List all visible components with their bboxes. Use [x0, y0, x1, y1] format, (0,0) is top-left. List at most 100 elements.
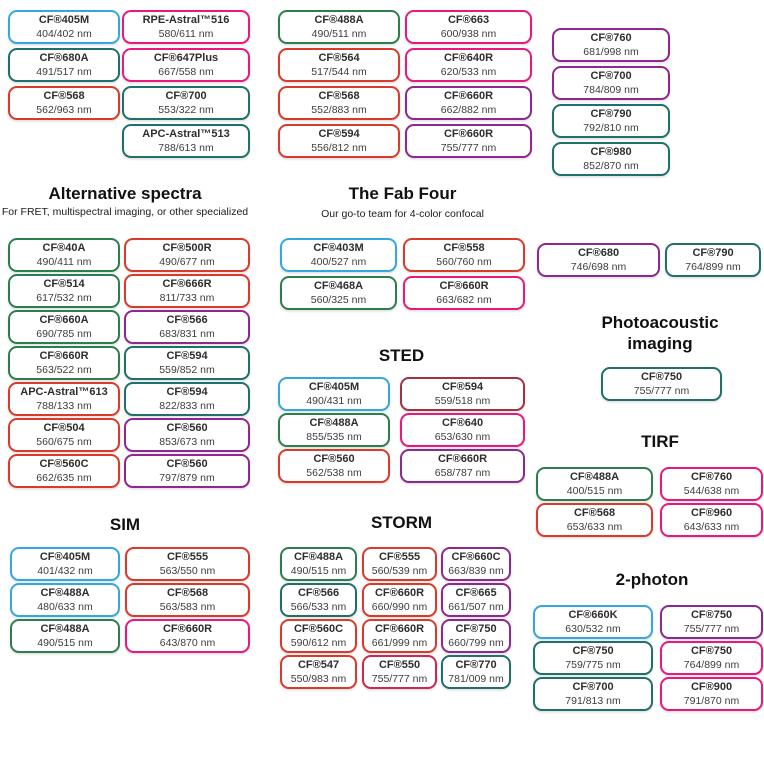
dye-name: CF®488A	[569, 471, 620, 484]
dye-excitation-emission: 759/775 nm	[565, 658, 621, 671]
dye-excitation-emission: 490/431 nm	[306, 394, 362, 407]
dye-name: CF®558	[443, 242, 485, 255]
dye-name: CF®660K	[568, 609, 618, 622]
dye-name: CF®750	[572, 645, 614, 658]
dye-name: CF®700	[590, 70, 632, 83]
dye-name: CF®555	[378, 551, 421, 564]
dye-excitation-emission: 853/673 nm	[159, 435, 215, 448]
dye-excitation-emission: 620/533 nm	[440, 65, 497, 78]
dye-name: CF®680	[577, 247, 620, 260]
section-title-alternative-spectra: Alternative spectra	[48, 184, 202, 203]
dye-name: CF®550	[378, 659, 421, 672]
dye-excitation-emission: 562/963 nm	[36, 103, 92, 116]
dye-name: APC-Astral™613	[20, 386, 108, 399]
dye-name: CF®666R	[162, 278, 212, 291]
section-title-photoacoustic-line1: Photoacoustic	[601, 313, 719, 332]
dye-excitation-emission: 559/518 nm	[434, 394, 491, 407]
dye-excitation-emission: 755/777 nm	[440, 141, 497, 154]
dye-name: CF®568	[573, 507, 616, 520]
dye-excitation-emission: 811/733 nm	[159, 291, 215, 304]
dye-name: CF®660A	[39, 314, 89, 327]
dye-excitation-emission: 660/990 nm	[371, 600, 428, 613]
dye-excitation-emission: 560/539 nm	[371, 564, 428, 577]
dye-excitation-emission: 792/810 nm	[583, 121, 639, 134]
dye-excitation-emission: 663/839 nm	[448, 564, 504, 577]
dye-name: CF®488A	[40, 623, 90, 636]
dye-excitation-emission: 490/511 nm	[311, 27, 367, 40]
dye-excitation-emission: 855/535 nm	[306, 430, 362, 443]
dye-name: CF®750	[690, 645, 733, 658]
dye-name: CF®640R	[443, 52, 494, 65]
dye-excitation-emission: 550/983 nm	[290, 672, 347, 685]
dye-name: CF®660R	[439, 280, 489, 293]
dye-name: CF®660R	[39, 350, 89, 363]
dye-name: CF®568	[318, 90, 360, 103]
dye-excitation-emission: 662/882 nm	[440, 103, 497, 116]
section-title-photoacoustic-line2: imaging	[627, 334, 693, 353]
dye-excitation-emission: 401/432 nm	[37, 564, 93, 577]
dye-excitation-emission: 560/325 nm	[310, 293, 367, 306]
section-title-2-photon: 2-photon	[615, 570, 689, 589]
dye-excitation-emission: 764/899 nm	[683, 658, 740, 671]
dye-name: CF®568	[43, 90, 85, 103]
section-subtitle-alternative-spectra: For FRET, multispectral imaging, or othe…	[1, 206, 249, 218]
section-title-fab-four: The Fab Four	[348, 184, 457, 203]
dye-excitation-emission: 490/515 nm	[290, 564, 347, 577]
dye-name: CF®960	[690, 507, 733, 520]
dye-excitation-emission: 404/402 nm	[36, 27, 92, 40]
dye-excitation-emission: 667/558 nm	[158, 65, 214, 78]
dye-name: APC-Astral™513	[142, 128, 230, 141]
dye-name: CF®488A	[40, 587, 90, 600]
dye-name: CF®514	[43, 278, 85, 291]
dye-name: CF®555	[166, 551, 209, 564]
dye-excitation-emission: 617/532 nm	[36, 291, 92, 304]
dye-name: CF®40A	[42, 242, 86, 255]
dye-excitation-emission: 658/787 nm	[434, 466, 491, 479]
dye-name: RPE-Astral™516	[142, 14, 230, 27]
dye-name: CF®488A	[314, 14, 364, 27]
dye-excitation-emission: 690/785 nm	[36, 327, 92, 340]
dye-excitation-emission: 788/133 nm	[36, 399, 92, 412]
dye-name: CF®660R	[443, 128, 494, 141]
dye-excitation-emission: 563/522 nm	[36, 363, 92, 376]
dye-excitation-emission: 490/411 nm	[36, 255, 92, 268]
dye-name: CF®568	[166, 587, 209, 600]
dye-name: CF®660R	[374, 623, 425, 636]
